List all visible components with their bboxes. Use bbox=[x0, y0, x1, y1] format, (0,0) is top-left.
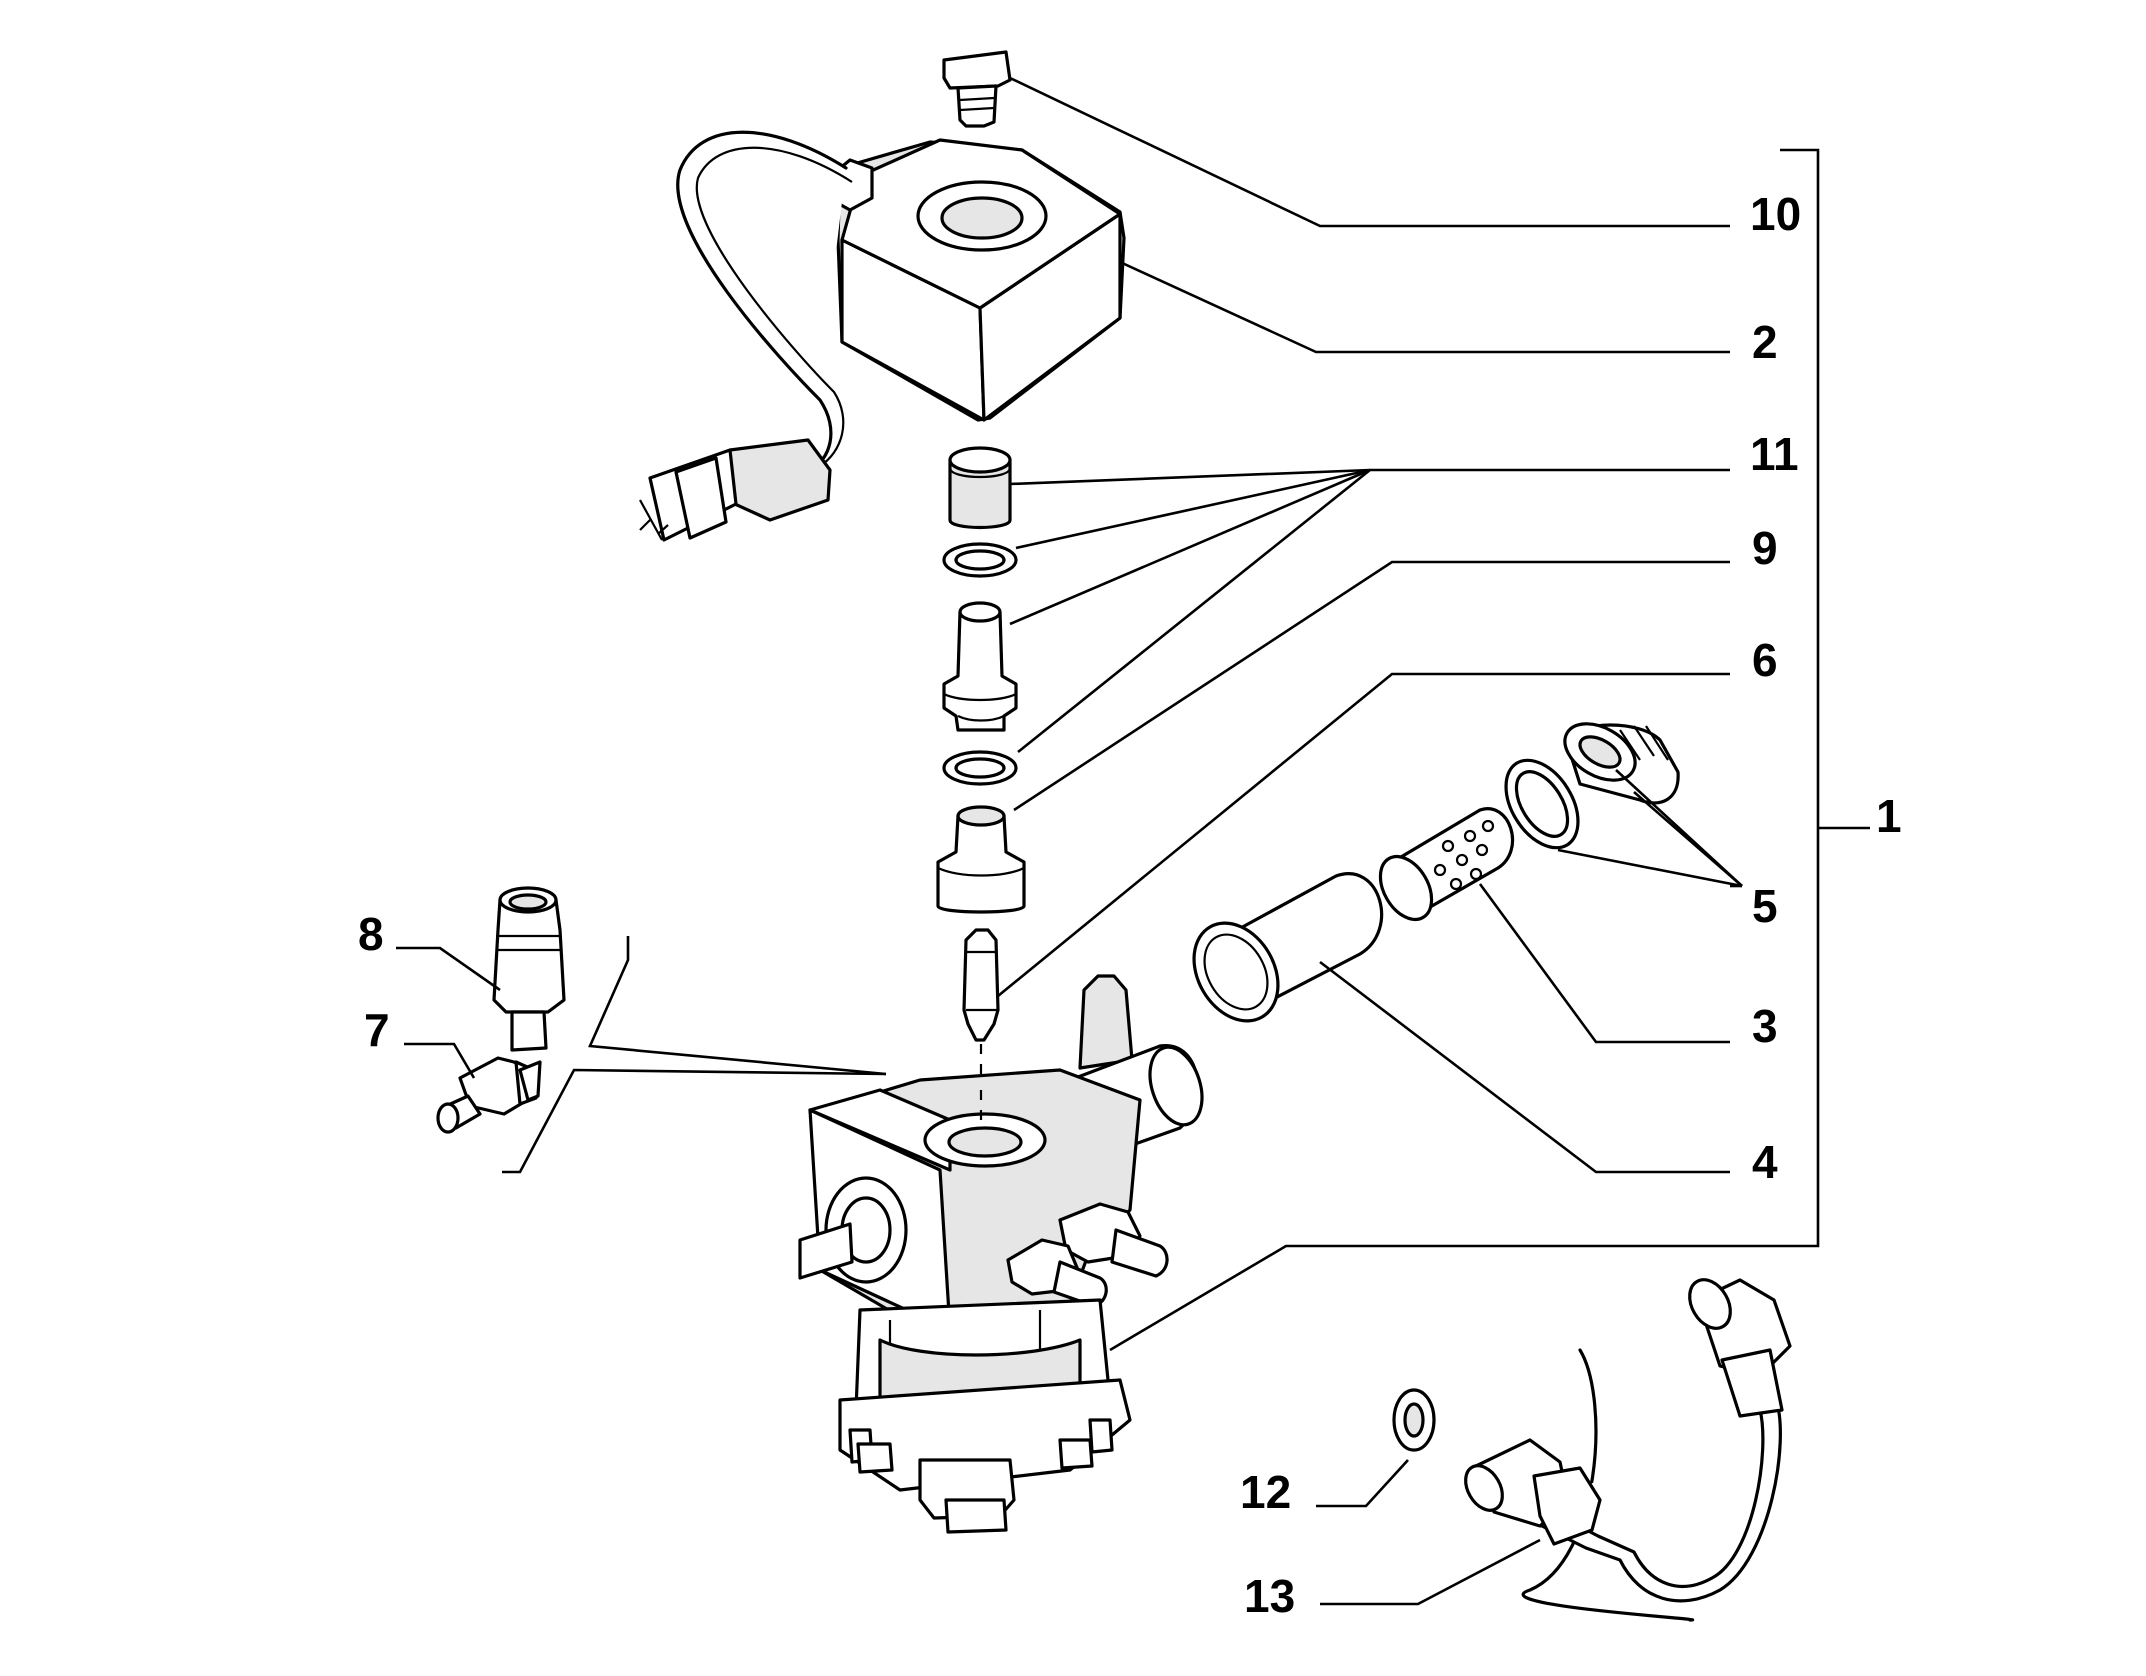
part-7-fitting bbox=[436, 1056, 542, 1134]
callout-5: 5 bbox=[1752, 880, 1778, 932]
part-6-armature bbox=[936, 805, 1026, 914]
callout-11: 11 bbox=[1750, 428, 1799, 480]
part-4-filter-sleeve bbox=[1192, 872, 1384, 1023]
callout-7: 7 bbox=[364, 1004, 390, 1056]
callout-13: 13 bbox=[1244, 1570, 1295, 1622]
callout-6: 6 bbox=[1752, 634, 1778, 686]
callout-8: 8 bbox=[358, 908, 384, 960]
part-5-threaded-plug bbox=[1563, 722, 1680, 805]
callout-9: 9 bbox=[1752, 522, 1778, 574]
callout-12: 12 bbox=[1240, 1466, 1291, 1518]
part-11-seal-ring-upper bbox=[942, 542, 1018, 578]
callout-3: 3 bbox=[1752, 1000, 1778, 1052]
part-13-pipe bbox=[1464, 1278, 1792, 1622]
callout-1: 1 bbox=[1876, 790, 1902, 842]
part-12-washer bbox=[1392, 1388, 1436, 1452]
part-11-stem bbox=[942, 601, 1018, 732]
callout-10: 10 bbox=[1750, 188, 1801, 240]
callout-labels: 10 2 11 9 6 1 5 3 4 8 7 12 13 bbox=[358, 188, 1902, 1622]
part-3-perforated-filter bbox=[1378, 807, 1515, 922]
leader-lines bbox=[396, 76, 1870, 1606]
part-6-plunger bbox=[962, 928, 1000, 1042]
part-1-valve-body bbox=[798, 974, 1204, 1534]
part-8-pressure-switch bbox=[492, 886, 566, 1052]
part-5-o-ring bbox=[1504, 758, 1580, 850]
part-2-solenoid-coil bbox=[639, 130, 1126, 542]
callout-4: 4 bbox=[1752, 1136, 1778, 1188]
part-11-sleeve bbox=[948, 446, 1012, 530]
part-10-screw bbox=[942, 50, 1012, 128]
callout-2: 2 bbox=[1752, 316, 1778, 368]
part-9-seal-ring bbox=[942, 750, 1018, 786]
